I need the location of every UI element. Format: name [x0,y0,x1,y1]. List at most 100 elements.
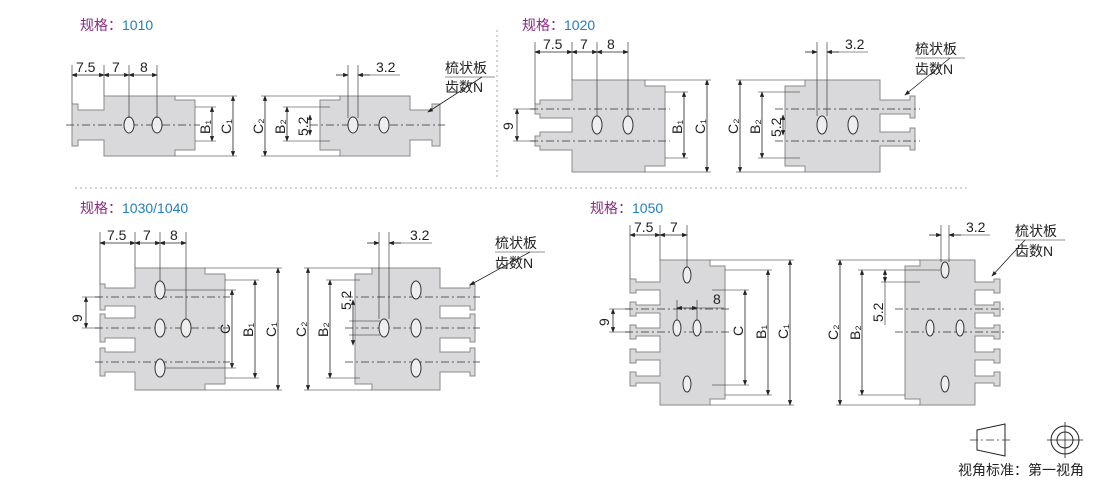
dim-B1: B₁ [240,323,256,337]
mounting-hole [154,280,166,300]
dim-B2: B₂ [747,119,763,134]
callout-tooth-count: 齿数N [445,79,483,95]
mounting-hole [847,115,859,135]
spec-title: 规格：1020 [522,17,595,33]
mounting-hole [682,375,692,393]
dim-3.2: 3.2 [410,227,430,243]
spec-title: 规格：1050 [590,200,663,216]
dim-5.2: 5.2 [295,116,311,136]
mounting-hole [692,319,702,337]
projection-symbol: 视角标准：第一视角 [958,422,1084,478]
callout-comb-plate: 梳状板 [1015,223,1057,239]
mounting-hole [940,375,950,393]
mounting-hole [180,318,192,338]
dim-C2: C₂ [250,118,266,134]
mounting-hole [154,318,166,338]
dim-7.5: 7.5 [107,227,127,243]
dim-7: 7 [143,227,151,243]
callout-comb-plate: 梳状板 [495,235,537,251]
spec-value: 1050 [632,200,663,216]
dim-7: 7 [670,219,678,235]
mounting-hole [410,318,422,338]
mounting-hole [925,319,935,337]
spec-value: 1030/1040 [122,200,188,216]
section-1010: 规格：1010 7.5 7 8 B₁ C₁ [66,17,495,157]
mounting-hole [955,319,965,337]
dim-C: C [217,324,233,334]
side-view-right: 3.2 C₂ B₂ 5.2 梳状板 齿数N [725,36,965,173]
side-view-left: 7.5 7 8 9 C B₁ C₁ [69,227,282,391]
side-view-right: 3.2 C₂ B₂ 5.2 梳状板 齿数N [293,227,545,391]
spec-title: 规格：1010 [80,17,153,33]
truncated-cone-icon [976,423,1006,457]
mounting-hole [682,266,692,284]
mounting-hole [622,115,634,135]
mounting-hole [940,261,950,279]
dim-3.2: 3.2 [966,219,986,235]
mounting-hole [591,115,603,135]
mounting-hole [410,358,422,378]
dim-3.2: 3.2 [845,36,865,52]
dim-C2: C₂ [825,324,841,340]
mounting-hole [672,319,682,337]
side-view-left: 7.5 7 8 B₁ C₁ [66,59,237,157]
spec-label: 规格： [80,200,122,216]
side-view-right: 3.2 C₂ B₂ 5.2 梳状板 齿数N [250,59,495,157]
dim-8: 8 [713,291,721,307]
dim-7.5: 7.5 [543,36,563,52]
section-1030-1040: 规格：1030/1040 7.5 7 8 9 C B [69,200,545,391]
dim-7: 7 [580,36,588,52]
callout-comb-plate: 梳状板 [445,60,487,76]
dim-9: 9 [69,314,85,322]
dim-B2: B₂ [847,325,863,340]
dim-5.2: 5.2 [768,117,784,137]
section-1020: 规格：1020 7.5 7 8 9 B₁ C₁ [500,17,965,173]
dim-5.2: 5.2 [870,302,886,322]
mounting-hole [410,280,422,300]
dim-B1: B₁ [753,325,769,339]
callout-comb-plate: 梳状板 [915,41,957,57]
spec-title: 规格：1030/1040 [80,200,188,216]
dim-9: 9 [596,318,612,326]
dim-C1: C₁ [775,324,791,339]
mounting-hole [347,116,359,134]
dim-C: C [730,326,746,336]
side-view-left: 7.5 7 8 9 C B₁ C₁ [596,219,794,406]
spec-label: 规格： [590,200,632,216]
first-angle-circles-icon [1047,422,1083,458]
dim-C2: C₂ [725,118,741,134]
dim-5.2: 5.2 [338,290,354,310]
dim-7.5: 7.5 [634,219,654,235]
section-1050: 规格：1050 7.5 7 8 9 C [590,200,1065,406]
dim-3.2: 3.2 [376,59,396,75]
dim-B2: B₂ [315,322,331,337]
dim-8: 8 [140,59,148,75]
callout-tooth-count: 齿数N [495,255,533,271]
dim-7: 7 [112,59,120,75]
side-view-left: 7.5 7 8 9 B₁ C₁ [500,36,711,173]
dim-B2: B₂ [272,119,288,134]
dim-7.5: 7.5 [76,59,96,75]
callout-tooth-count: 齿数N [915,61,953,77]
spec-value: 1020 [564,17,595,33]
mounting-hole [123,116,135,134]
projection-caption: 视角标准：第一视角 [958,462,1084,478]
dim-B1: B₁ [669,120,685,134]
dim-C2: C₂ [293,321,309,337]
dim-C1: C₁ [692,119,708,134]
mounting-hole [378,318,390,338]
dim-B1: B₁ [197,120,213,134]
mounting-hole [378,116,390,134]
side-view-right: 3.2 5.2 C₂ B₂ 梳状板 齿数N [825,219,1065,406]
dim-C1: C₁ [263,322,279,337]
dim-C1: C₁ [218,119,234,134]
callout-tooth-count: 齿数N [1015,243,1053,259]
spec-value: 1010 [122,17,153,33]
dim-8: 8 [170,227,178,243]
mounting-hole [816,115,828,135]
dim-9: 9 [500,122,516,130]
spec-label: 规格： [522,17,564,33]
dim-8: 8 [607,36,615,52]
